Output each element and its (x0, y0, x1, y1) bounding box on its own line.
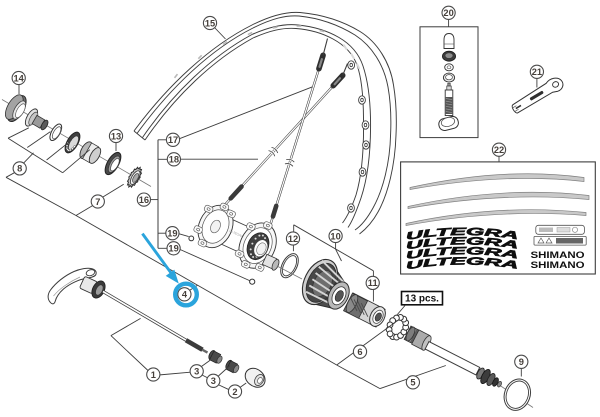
svg-text:12: 12 (288, 234, 298, 244)
svg-text:7: 7 (95, 197, 100, 207)
svg-text:ULTEGRA: ULTEGRA (405, 235, 519, 252)
svg-text:13 pcs.: 13 pcs. (405, 294, 439, 305)
svg-text:1: 1 (151, 370, 156, 380)
svg-text:13: 13 (111, 131, 121, 141)
svg-text:16: 16 (139, 195, 149, 205)
svg-text:15: 15 (205, 18, 215, 28)
svg-text:5: 5 (410, 378, 415, 388)
svg-text:20: 20 (443, 8, 453, 18)
svg-text:14: 14 (14, 73, 25, 83)
svg-text:ULTEGRA: ULTEGRA (405, 226, 519, 243)
svg-text:4: 4 (182, 290, 188, 300)
svg-text:10: 10 (330, 231, 340, 241)
svg-text:6: 6 (357, 347, 362, 357)
svg-text:SHIMANO: SHIMANO (530, 251, 584, 261)
svg-text:ULTEGRA: ULTEGRA (405, 245, 519, 262)
svg-text:18: 18 (169, 155, 179, 165)
svg-text:2: 2 (232, 387, 237, 397)
svg-text:8: 8 (17, 164, 22, 174)
svg-text:3: 3 (194, 367, 199, 377)
svg-text:3: 3 (211, 376, 216, 386)
svg-text:9: 9 (519, 357, 524, 367)
svg-text:17: 17 (168, 135, 178, 145)
svg-text:19: 19 (168, 244, 178, 254)
svg-text:21: 21 (532, 67, 542, 77)
svg-text:11: 11 (368, 278, 378, 288)
svg-text:22: 22 (494, 145, 504, 155)
svg-text:SHIMANO: SHIMANO (530, 261, 584, 271)
svg-text:ULTEGRA: ULTEGRA (405, 255, 519, 272)
svg-text:19: 19 (167, 229, 177, 239)
svg-text:UL7EGRA: UL7EGRA (229, 229, 244, 239)
